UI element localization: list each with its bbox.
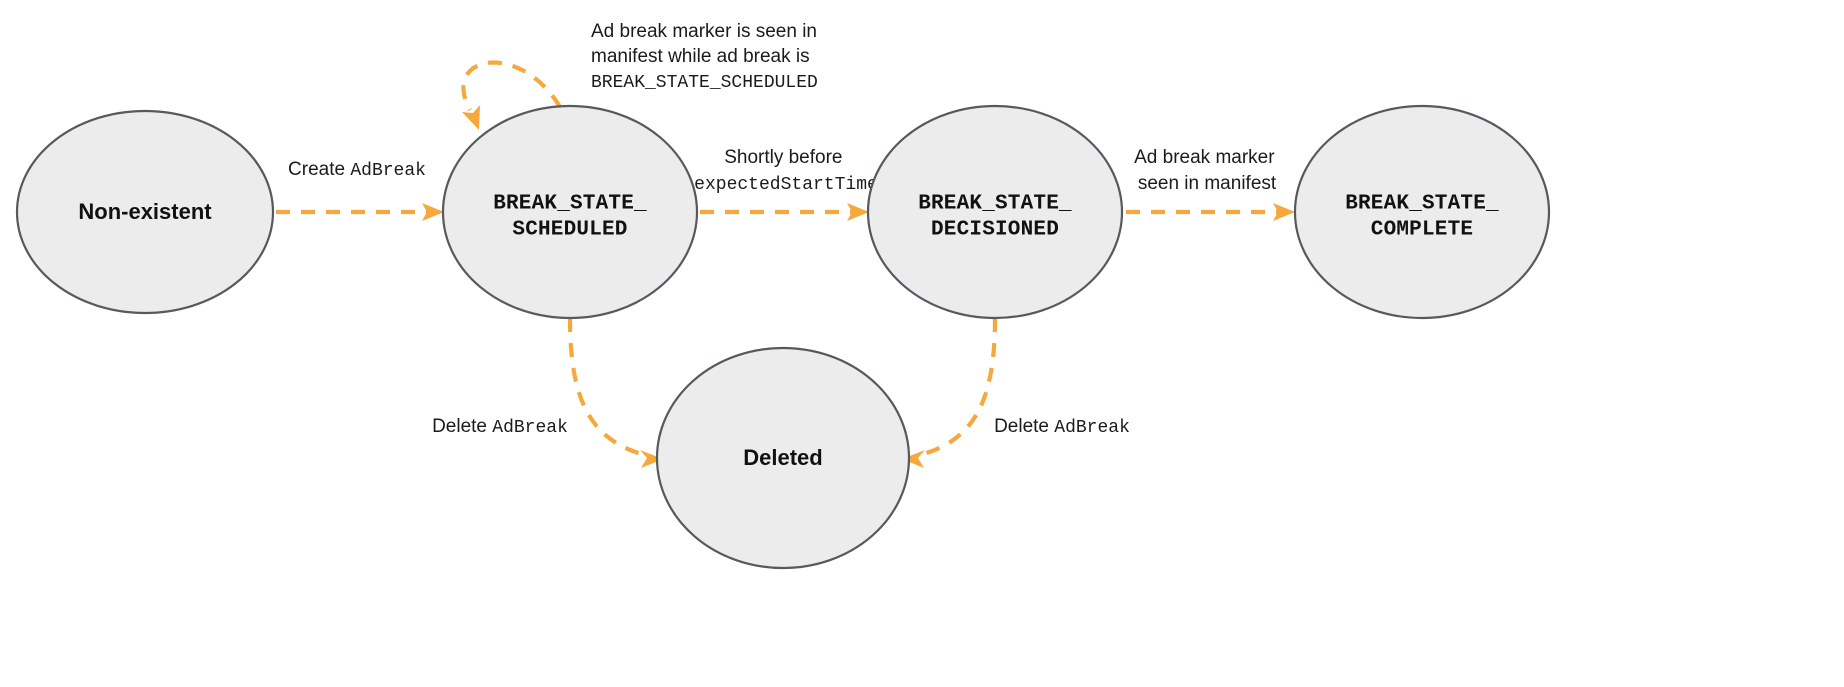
scheduled-to-deleted-label-mono: AdBreak [492,418,568,438]
node-non-existent-ellipse [15,109,275,315]
node-break-state-scheduled-label-line-2: SCHEDULED [512,219,627,242]
edge-shortly-before-expected-start-time[interactable]: Shortly before expectedStartTime [694,147,878,221]
edge-self-loop-scheduled-arrowhead [462,105,480,130]
edge-scheduled-to-decisioned-arrowhead [847,203,869,221]
edge-ad-break-marker-seen-in-manifest[interactable]: Ad break marker seen in manifest [1126,147,1295,221]
self-loop-label-line-1: Ad break marker is seen in [591,21,817,42]
scheduled-to-decisioned-label-line-2: expectedStartTime [694,175,878,195]
node-break-state-complete[interactable]: BREAK_STATE_ COMPLETE [1293,104,1551,320]
edge-decisioned-to-complete-arrowhead [1273,203,1295,221]
node-break-state-scheduled[interactable]: BREAK_STATE_ SCHEDULED [441,104,699,320]
edge-decisioned-to-deleted-arrowhead [902,450,925,468]
edge-create-adbreak-arrowhead [422,203,444,221]
self-loop-label-line-3: BREAK_STATE_SCHEDULED [591,73,818,93]
node-deleted[interactable]: Deleted [655,346,911,570]
node-non-existent-label: Non-existent [78,199,212,224]
node-break-state-decisioned-label-line-2: DECISIONED [931,219,1059,242]
decisioned-to-deleted-label-mono: AdBreak [1054,418,1130,438]
node-break-state-scheduled-label-line-1: BREAK_STATE_ [493,193,647,216]
edge-decisioned-to-deleted-label: Delete AdBreak [994,416,1130,438]
edge-scheduled-to-deleted-arrowhead [640,450,663,468]
edge-decisioned-to-complete-label: Ad break marker seen in manifest [1134,147,1280,194]
edge-self-loop-scheduled[interactable]: Ad break marker is seen in manifest whil… [461,21,822,130]
node-break-state-decisioned[interactable]: BREAK_STATE_ DECISIONED [866,104,1124,320]
edge-self-loop-scheduled-label: Ad break marker is seen in manifest whil… [591,21,822,93]
decisioned-to-complete-label-line-2: seen in manifest [1138,173,1277,194]
edge-create-adbreak-label-plain: Create [288,159,350,180]
edge-create-adbreak[interactable]: Create AdBreak [276,159,444,221]
node-break-state-complete-label-line-1: BREAK_STATE_ [1345,193,1499,216]
edge-decisioned-to-deleted-path [919,317,998,458]
edge-scheduled-to-deleted-label: Delete AdBreak [432,416,568,438]
node-break-state-decisioned-ellipse [866,104,1124,320]
node-break-state-complete-label-line-2: COMPLETE [1371,219,1473,242]
edge-scheduled-to-deleted-path [567,317,646,458]
decisioned-to-complete-label-line-1: Ad break marker [1134,147,1275,168]
node-break-state-decisioned-label-line-1: BREAK_STATE_ [918,193,1072,216]
edge-delete-adbreak-from-decisioned[interactable]: Delete AdBreak [902,317,1130,468]
edge-create-adbreak-label: Create AdBreak [288,159,426,181]
edge-delete-adbreak-from-scheduled[interactable]: Delete AdBreak [432,317,663,468]
decisioned-to-deleted-label-plain: Delete [994,416,1054,437]
edge-self-loop-scheduled-path [461,60,562,112]
edge-create-adbreak-label-mono: AdBreak [350,161,426,181]
node-break-state-scheduled-ellipse [441,104,699,320]
self-loop-label-line-2: manifest while ad break is [591,46,810,67]
node-non-existent[interactable]: Non-existent [15,109,275,315]
node-deleted-ellipse [655,346,911,570]
edge-scheduled-to-decisioned-label: Shortly before expectedStartTime [694,147,878,195]
node-break-state-complete-ellipse [1293,104,1551,320]
scheduled-to-deleted-label-plain: Delete [432,416,492,437]
scheduled-to-decisioned-label-line-1: Shortly before [724,147,842,168]
node-deleted-label: Deleted [743,445,822,470]
